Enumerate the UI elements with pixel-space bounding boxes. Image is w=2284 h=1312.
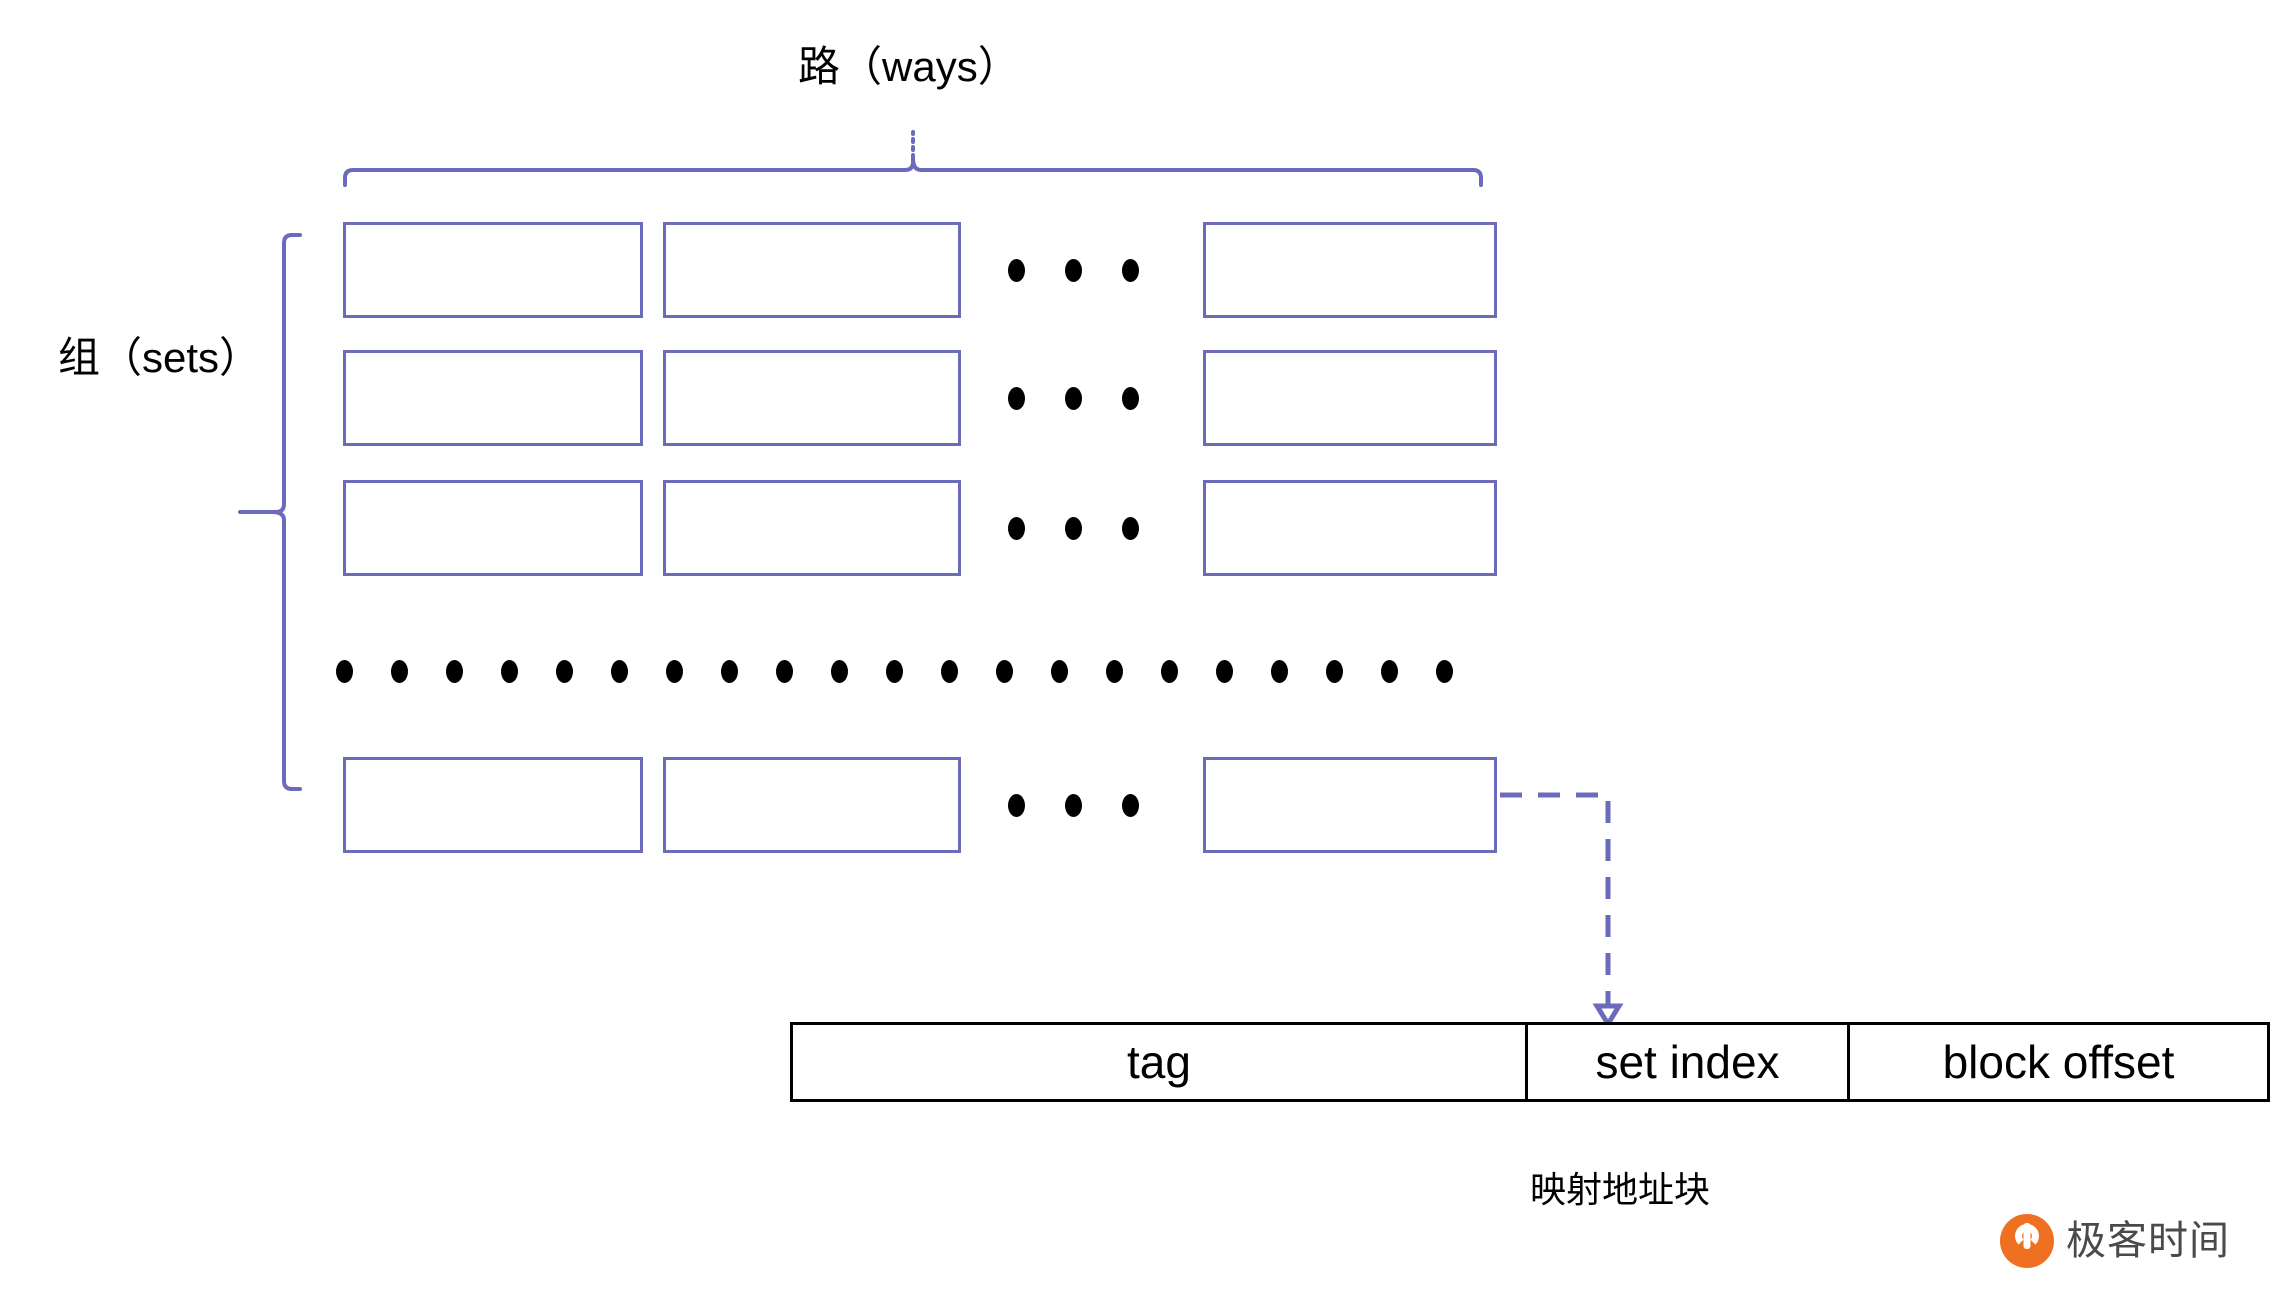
ellipsis-dot (1051, 659, 1068, 683)
ellipsis-dot (1065, 793, 1082, 817)
address-segment-set-index[interactable]: set index (1528, 1025, 1850, 1099)
ellipsis-dot (1436, 659, 1453, 683)
ellipsis-dot (1122, 258, 1139, 282)
sets-label: 组（sets） (58, 334, 262, 381)
ellipsis-dot (831, 659, 848, 683)
ellipsis-dot (721, 659, 738, 683)
ellipsis-dot (1008, 386, 1025, 410)
ellipsis-dot (941, 659, 958, 683)
ellipsis-dot (1065, 386, 1082, 410)
cache-cell[interactable] (663, 757, 961, 853)
cache-cell[interactable] (1203, 480, 1497, 576)
geektime-logo: 极客时间 (2000, 1214, 2230, 1268)
cache-cell[interactable] (663, 350, 961, 446)
ellipsis-dot (1008, 516, 1025, 540)
row-ellipsis (1008, 783, 1139, 827)
ellipsis-dot (1326, 659, 1343, 683)
cache-cell[interactable] (343, 222, 643, 318)
address-block-bar: tag set index block offset (790, 1022, 2270, 1102)
ellipsis-dot (1065, 516, 1082, 540)
ellipsis-dot (1122, 386, 1139, 410)
ellipsis-dot (1008, 793, 1025, 817)
set-index-connector-arrow (1500, 792, 1611, 1008)
ellipsis-dot (776, 659, 793, 683)
cache-cell[interactable] (343, 350, 643, 446)
row-ellipsis (1008, 376, 1139, 420)
geektime-logo-icon (2000, 1214, 2054, 1268)
cache-cell[interactable] (1203, 222, 1497, 318)
cache-cell[interactable] (663, 222, 961, 318)
ellipsis-dot (1122, 793, 1139, 817)
ellipsis-dot (391, 659, 408, 683)
address-segment-tag[interactable]: tag (793, 1025, 1528, 1099)
cache-cell[interactable] (663, 480, 961, 576)
ellipsis-dot (996, 659, 1013, 683)
ellipsis-dot (1161, 659, 1178, 683)
ellipsis-dot (1122, 516, 1139, 540)
ellipsis-dot (556, 659, 573, 683)
ellipsis-dot (446, 659, 463, 683)
ellipsis-dot (1065, 258, 1082, 282)
ellipsis-dot (1008, 258, 1025, 282)
ellipsis-dot (501, 659, 518, 683)
ellipsis-dot (336, 659, 353, 683)
row-ellipsis (1008, 506, 1139, 550)
cache-cell[interactable] (343, 757, 643, 853)
ways-label: 路（ways） (798, 43, 1020, 90)
ellipsis-dot (1106, 659, 1123, 683)
ellipsis-dot (611, 659, 628, 683)
ways-brace-icon (343, 130, 1483, 187)
sets-vertical-ellipsis (336, 656, 1453, 686)
ellipsis-dot (1271, 659, 1288, 683)
cache-cell[interactable] (343, 480, 643, 576)
row-ellipsis (1008, 248, 1139, 292)
sets-brace-icon (238, 233, 302, 791)
cache-cell[interactable] (1203, 350, 1497, 446)
ellipsis-dot (886, 659, 903, 683)
ellipsis-dot (1216, 659, 1233, 683)
geektime-wordmark: 极客时间 (2066, 1219, 2230, 1263)
address-block-caption: 映射地址块 (1530, 1169, 1711, 1210)
ellipsis-dot (1381, 659, 1398, 683)
cache-cell-mapped[interactable] (1203, 757, 1497, 853)
address-segment-block-offset[interactable]: block offset (1942, 1036, 2175, 1088)
ellipsis-dot (666, 659, 683, 683)
